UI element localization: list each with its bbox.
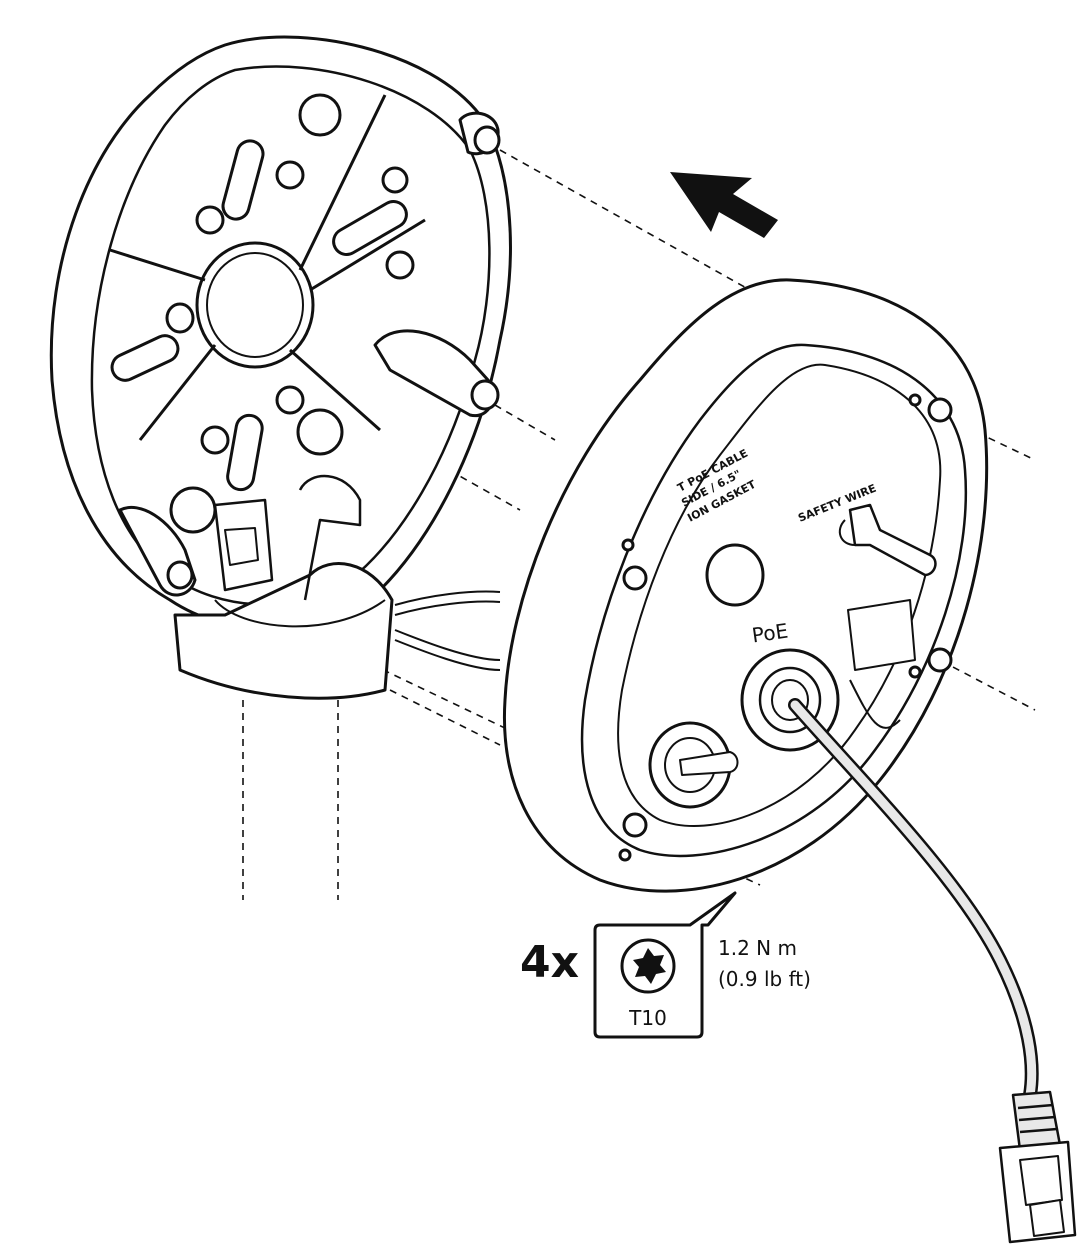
poe-cable bbox=[788, 698, 1039, 1102]
torque-imperial-label: (0.9 lb ft) bbox=[718, 967, 811, 991]
routing-cables bbox=[394, 590, 501, 671]
torx-bit-icon bbox=[620, 938, 676, 994]
mounting-bracket bbox=[49, 35, 512, 700]
torque-metric-label: 1.2 N m bbox=[718, 936, 797, 960]
poe-label: PoE bbox=[750, 619, 789, 648]
tool-callout: 4x T10 1.2 N m (0.9 lb ft) bbox=[520, 891, 811, 1039]
tool-size-label: T10 bbox=[628, 1006, 667, 1030]
quantity-label: 4x bbox=[520, 937, 579, 988]
camera-base bbox=[502, 278, 989, 893]
direction-arrow-icon bbox=[670, 172, 778, 238]
rj45-plug-icon bbox=[998, 1090, 1077, 1244]
